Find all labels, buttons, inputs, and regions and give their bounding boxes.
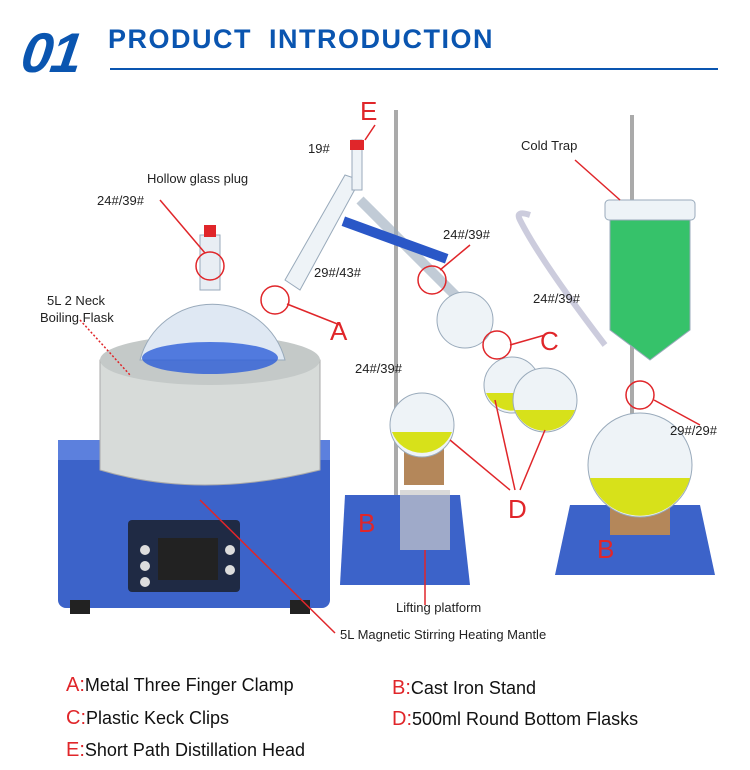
- legend-item-c: C:Plastic Keck Clips: [66, 707, 229, 730]
- heating-mantle: [58, 335, 330, 614]
- boiling-flask: [139, 225, 286, 374]
- label-boiling-flask-2: Boiling Flask: [40, 310, 114, 325]
- legend-key: C:: [66, 707, 86, 729]
- marker-d: D: [508, 494, 527, 524]
- label-c-joint: 24#/39#: [533, 291, 580, 306]
- legend-item-b: B:Cast Iron Stand: [392, 677, 536, 700]
- marker-a: A: [330, 316, 348, 346]
- marker-b-1: B: [358, 508, 376, 538]
- label-boiling-flask-1: 5L 2 Neck: [47, 293, 106, 308]
- marker-e: E: [360, 96, 378, 126]
- label-flask-joint: 24#/39#: [355, 361, 402, 376]
- label-trap-joint: 29#/29#: [670, 423, 717, 438]
- title-underline: [110, 68, 718, 70]
- label-plug-joint: 24#/39#: [97, 193, 144, 208]
- legend-text: Plastic Keck Clips: [86, 708, 230, 728]
- label-head-joint: 24#/39#: [443, 227, 490, 242]
- legend-text: Cast Iron Stand: [410, 678, 536, 698]
- cold-trap: [515, 199, 696, 361]
- legend-text: Metal Three Finger Clamp: [84, 675, 294, 695]
- legend-text: 500ml Round Bottom Flasks: [412, 709, 639, 729]
- marker-c: C: [540, 326, 559, 356]
- distillation-head: [284, 139, 464, 304]
- legend-item-a: A:Metal Three Finger Clamp: [66, 674, 294, 697]
- legend-item-e: E:Short Path Distillation Head: [66, 739, 305, 762]
- legend-key: B:: [392, 677, 411, 699]
- callout-markers: [79, 124, 701, 634]
- legend-key: A:: [66, 674, 85, 696]
- marker-b-2: B: [597, 534, 615, 564]
- label-lifting-platform: Lifting platform: [396, 600, 482, 615]
- label-joint-29-43: 29#/43#: [314, 265, 361, 280]
- legend-key: E:: [66, 739, 85, 761]
- legend-key: D:: [392, 708, 412, 730]
- legend-item-d: D:500ml Round Bottom Flasks: [392, 708, 638, 731]
- section-title: PRODUCT INTRODUCTION: [108, 24, 494, 54]
- label-cold-trap: Cold Trap: [521, 138, 578, 153]
- label-hollow-glass-plug: Hollow glass plug: [147, 171, 249, 186]
- cast-iron-stands: [340, 110, 715, 585]
- label-joint-19: 19#: [308, 141, 330, 156]
- receiving-flasks: [389, 291, 693, 518]
- legend-text: Short Path Distillation Head: [84, 740, 306, 760]
- label-heating-mantle: 5L Magnetic Stirring Heating Mantle: [340, 627, 547, 642]
- distillation-apparatus-illustration: [58, 110, 715, 634]
